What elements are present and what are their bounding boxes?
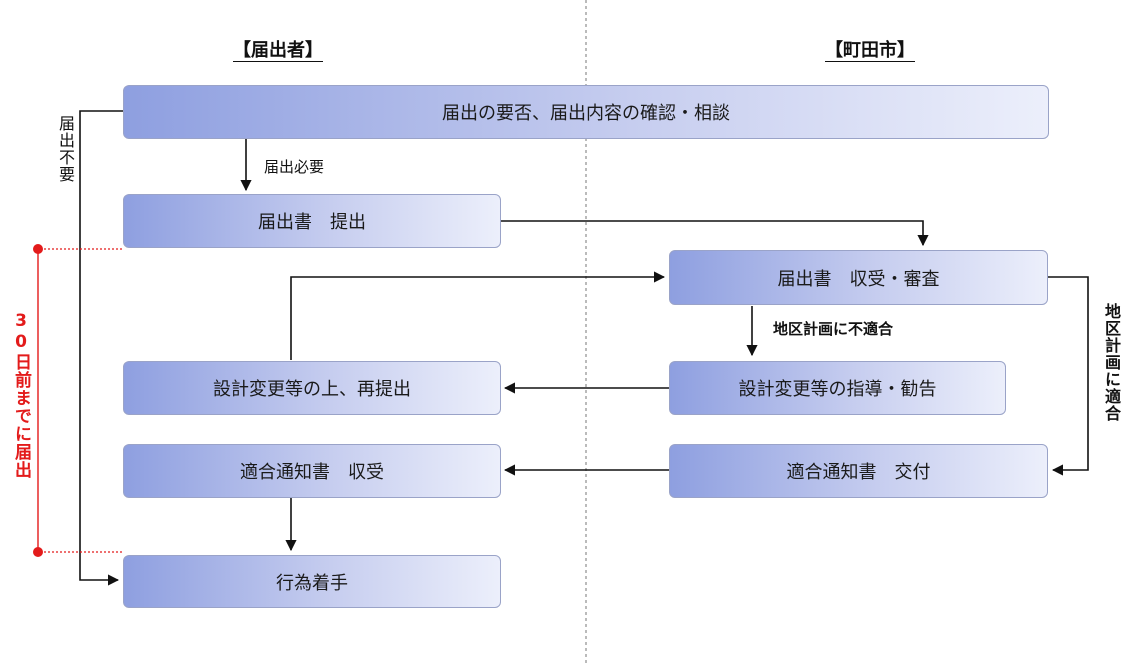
- header-applicant: 【届出者】: [233, 40, 323, 61]
- box-notice-issue: 適合通知書 交付: [669, 444, 1048, 498]
- label-noncompliant: 地区計画に不適合: [773, 320, 894, 338]
- label-deadline: 30日前までに届出: [11, 311, 31, 479]
- label-not-required: 届出不要: [56, 115, 75, 183]
- box-consult: 届出の要否、届出内容の確認・相談: [123, 85, 1049, 139]
- box-guidance: 設計変更等の指導・勧告: [669, 361, 1006, 415]
- label-required: 届出必要: [264, 158, 325, 176]
- box-start: 行為着手: [123, 555, 501, 608]
- box-notice-receive: 適合通知書 収受: [123, 444, 501, 498]
- arrow-not-required-to-start: [79, 110, 123, 586]
- arrow-resubmit-to-review: [290, 271, 666, 360]
- arrow-submit-to-review: [501, 220, 929, 247]
- box-submit: 届出書 提出: [123, 194, 501, 248]
- header-city: 【町田市】: [825, 40, 915, 61]
- box-resubmit: 設計変更等の上、再提出: [123, 361, 501, 415]
- deadline-bracket-bottom-dot: [33, 547, 43, 557]
- deadline-bracket-top-dot: [33, 244, 43, 254]
- arrow-review-to-issue: [1048, 276, 1089, 476]
- label-compliant: 地区計画に適合: [1102, 303, 1121, 422]
- box-receive-review: 届出書 収受・審査: [669, 250, 1048, 305]
